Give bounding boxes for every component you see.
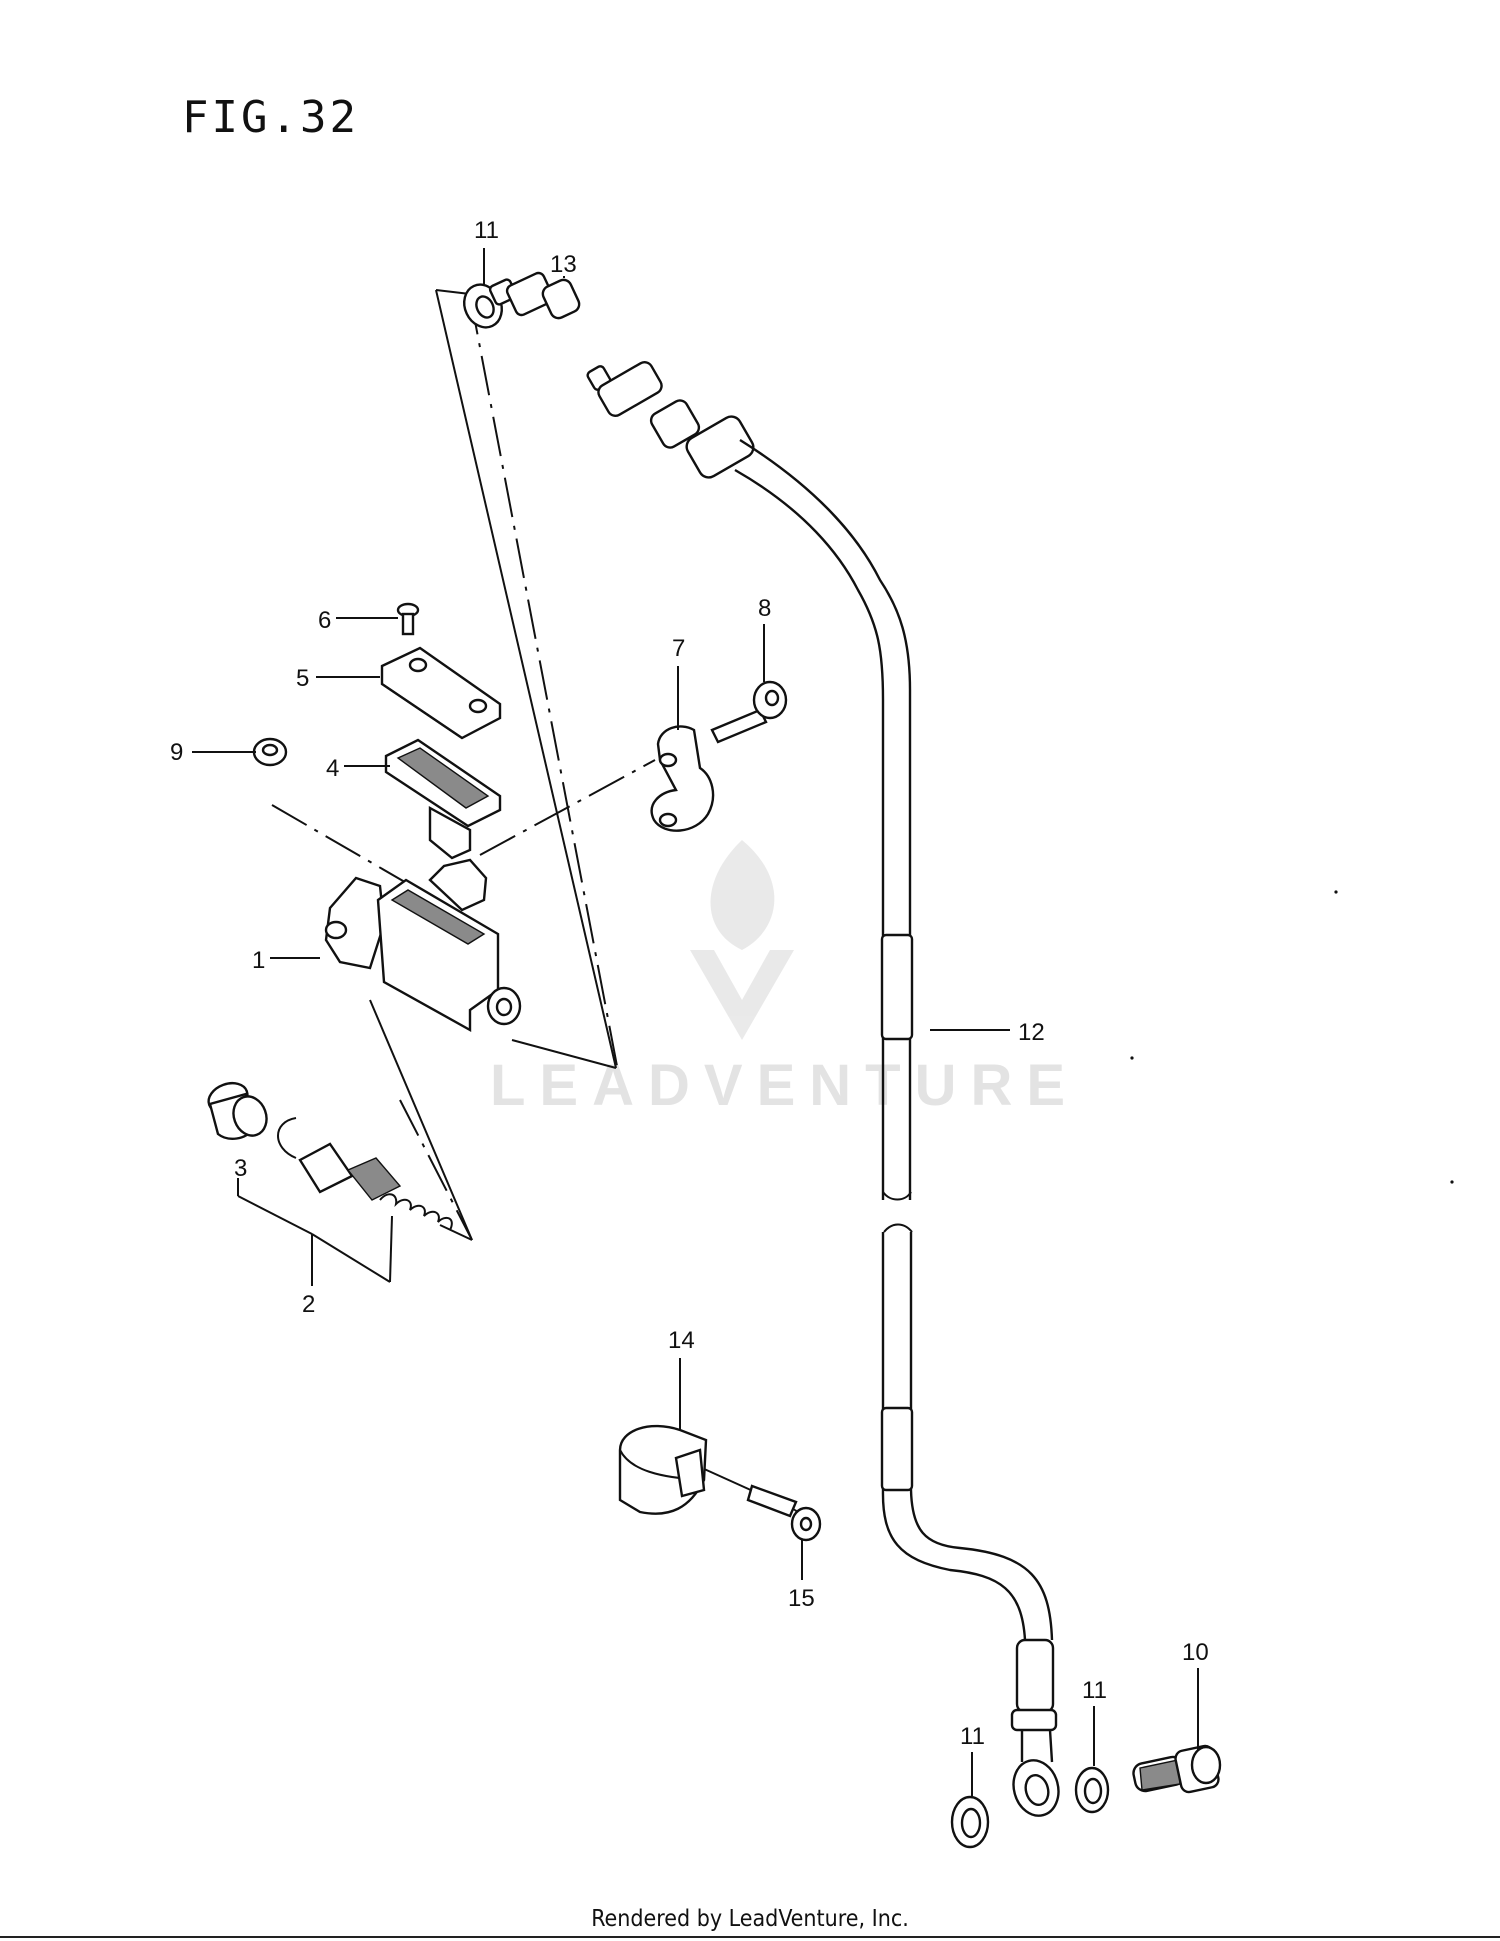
callout-4: 4 — [326, 755, 339, 782]
callout-11-left: 11 — [960, 1723, 985, 1750]
callout-leaders — [192, 248, 1199, 1796]
brake-hose-12 — [586, 361, 1060, 1817]
callout-6: 6 — [318, 607, 331, 634]
callout-11-right: 11 — [1082, 1677, 1107, 1704]
union-fitting-13 — [488, 271, 581, 320]
callout-1: 1 — [252, 947, 265, 974]
callout-8: 8 — [758, 595, 771, 622]
hose-clamp-14 — [618, 1424, 708, 1515]
screw-6 — [396, 602, 420, 636]
callout-10: 10 — [1182, 1639, 1209, 1666]
holder-clamp-7 — [650, 725, 715, 832]
callout-9: 9 — [170, 739, 183, 766]
footer-credit: Rendered by LeadVenture, Inc. — [591, 1906, 909, 1932]
figure-title: FIG.32 — [182, 92, 359, 143]
diaphragm-4 — [384, 738, 502, 860]
callout-7: 7 — [672, 635, 685, 662]
footer-divider — [0, 1936, 1500, 1938]
callout-3: 3 — [234, 1155, 247, 1182]
bolt-15 — [746, 1484, 822, 1542]
master-cylinder-1 — [324, 858, 522, 1033]
callout-15: 15 — [788, 1585, 815, 1612]
callout-13: 13 — [550, 251, 577, 278]
reservoir-cap-5 — [380, 646, 502, 740]
assembly-lines — [271, 289, 809, 1521]
piston-kit-2 — [207, 1081, 453, 1231]
watermark-text: LEADVENTURE — [490, 1053, 1080, 1118]
callout-5: 5 — [296, 665, 309, 692]
callout-11-top: 11 — [474, 217, 499, 244]
callout-12: 12 — [1018, 1019, 1045, 1046]
callout-2: 2 — [302, 1291, 315, 1318]
watermark-logo-icon — [690, 840, 794, 1040]
bolt-8 — [710, 680, 788, 744]
washer-11-lower-right — [1074, 1766, 1110, 1814]
union-bolt-10 — [1132, 1744, 1222, 1794]
nut-9 — [252, 737, 288, 767]
washer-11-lower-left — [950, 1795, 990, 1849]
callout-14: 14 — [668, 1327, 695, 1354]
